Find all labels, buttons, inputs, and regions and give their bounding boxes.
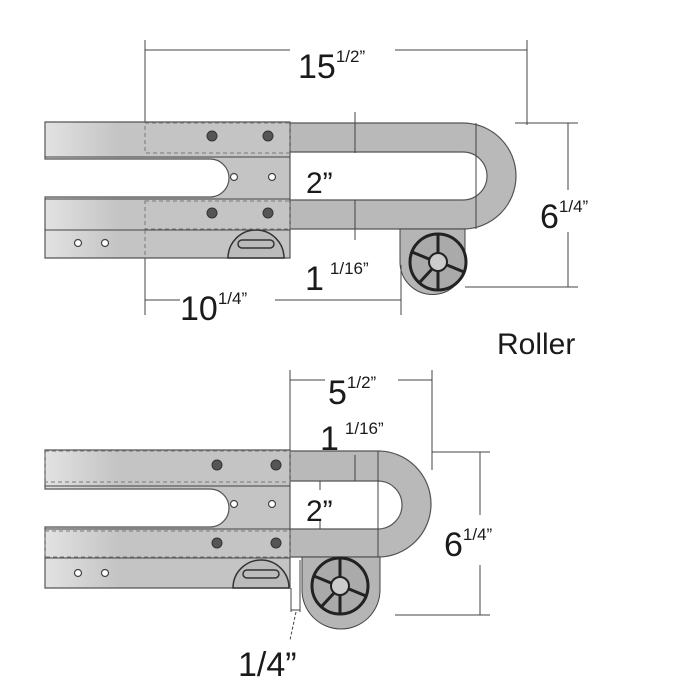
bolt-icon — [206, 130, 218, 142]
section-label-roller: Roller — [497, 328, 575, 361]
bolt-icon — [270, 537, 282, 549]
roller-wheel-icon — [408, 232, 468, 292]
dimension-inner-gap: 2” — [306, 495, 333, 528]
dimension-overall-height: 61/4” — [540, 197, 589, 236]
bolt-icon — [262, 207, 274, 219]
roller-wheel-icon — [310, 556, 370, 616]
dimension-overall-length: 151/2” — [298, 47, 365, 86]
latch-icon — [227, 229, 285, 259]
bolt-icon — [211, 459, 223, 471]
bolt-icon — [270, 459, 282, 471]
left-rail — [44, 449, 291, 589]
u-bend-extension — [289, 122, 517, 230]
u-bend-extension — [289, 450, 432, 558]
bolt-icon — [211, 537, 223, 549]
dimension-overall-length: 51/2” — [328, 373, 377, 412]
latch-icon — [232, 559, 290, 589]
bolt-icon — [262, 130, 274, 142]
dimension-inner-gap: 2” — [306, 167, 333, 200]
left-rail — [44, 121, 291, 259]
dimension-overall-height: 61/4” — [444, 525, 493, 564]
dimension-extension-length: 101/4” — [180, 289, 247, 328]
bolt-icon — [206, 207, 218, 219]
dimension-clearance: 1/4” — [238, 646, 297, 684]
